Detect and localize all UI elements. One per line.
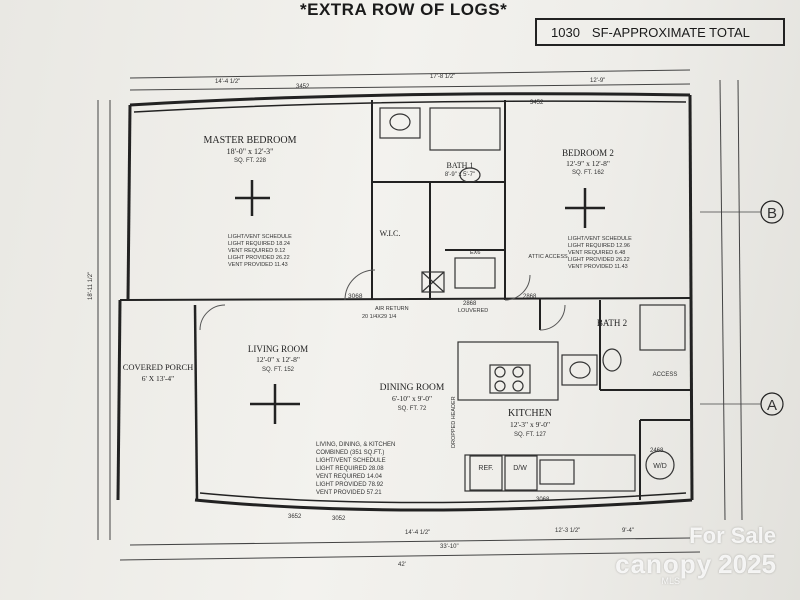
door-tag: 2868 bbox=[463, 301, 477, 307]
ceiling-fan-icons bbox=[235, 180, 605, 424]
louvered-label: LOUVERED bbox=[458, 308, 488, 314]
dining-room-size: 6'-10" x 9'-0" bbox=[392, 394, 432, 403]
dimension-label: 42' bbox=[398, 562, 406, 568]
bedroom2-label: BEDROOM 2 bbox=[562, 148, 614, 158]
access-label: ACCESS bbox=[653, 372, 678, 378]
door-tag: 2468 bbox=[650, 448, 664, 454]
dimension-label: 9'-4" bbox=[622, 528, 634, 534]
door-tag: 2868 bbox=[523, 294, 537, 300]
schedule-line: LIGHT PROVIDED 26.22 bbox=[228, 255, 290, 261]
air-return-label: AIR RETURN bbox=[375, 306, 409, 312]
door-tag: 3452 bbox=[530, 100, 544, 106]
schedule-line: VENT PROVIDED 11.43 bbox=[228, 262, 288, 268]
refrigerator-label: REF. bbox=[478, 465, 493, 472]
door-tag: 3652 bbox=[288, 514, 302, 520]
schedule-line: LIGHT PROVIDED 26.22 bbox=[568, 257, 630, 263]
living-room-sqft: SQ. FT. 152 bbox=[262, 367, 295, 373]
combined-schedule: LIVING, DINING, & KITCHEN COMBINED (351 … bbox=[316, 442, 395, 496]
schedule-line: VENT REQUIRED 9.12 bbox=[228, 248, 285, 254]
schedule-line: COMBINED (351 SQ.FT.) bbox=[316, 450, 384, 456]
dropped-header-label: DROPPED HEADER bbox=[451, 396, 457, 448]
kitchen-counters bbox=[457, 341, 636, 492]
schedule-line: LIGHT REQUIRED 28.08 bbox=[316, 466, 384, 472]
covered-porch-label: COVERED PORCH bbox=[123, 362, 194, 372]
kitchen-size: 12'-3" x 9'-0" bbox=[510, 420, 550, 429]
dishwasher-label: D/W bbox=[513, 465, 527, 472]
wic-label: W.I.C. bbox=[380, 229, 401, 238]
area-box: 1030 SF-APPROXIMATE TOTAL bbox=[535, 18, 785, 46]
bath-fixtures bbox=[379, 107, 686, 480]
door-tag: 3052 bbox=[332, 516, 346, 522]
section-label: B bbox=[767, 205, 777, 222]
exterior-walls bbox=[116, 92, 694, 512]
dimension-label: 14'-4 1/2" bbox=[405, 530, 430, 536]
door-tag: 3452 bbox=[296, 84, 310, 90]
dimension-label: 17'-8 1/2" bbox=[430, 74, 455, 80]
plan-header-title: *EXTRA ROW OF LOGS* bbox=[300, 0, 508, 19]
door-tag: 3068 bbox=[536, 497, 550, 503]
bedroom2-size: 12'-9" x 12'-8" bbox=[566, 159, 610, 168]
kitchen-label: KITCHEN bbox=[508, 408, 552, 419]
dimension-label: 14'-4 1/2" bbox=[215, 79, 240, 85]
schedule-line: VENT REQUIRED 14.04 bbox=[316, 474, 383, 480]
dining-room-label: DINING ROOM bbox=[380, 383, 445, 393]
section-marker-b: B bbox=[700, 200, 784, 224]
bath1-label: BATH 1 bbox=[447, 161, 474, 170]
air-return-size: 20 1/4X29 1/4 bbox=[362, 314, 396, 320]
schedule-line: VENT PROVIDED 11.43 bbox=[568, 264, 628, 270]
washer-dryer-label: W/D bbox=[653, 463, 667, 470]
dimension-label: 12'-3 1/2" bbox=[555, 528, 580, 534]
schedule-line: LIGHT/VENT SCHEDULE bbox=[228, 234, 292, 240]
schedule-line: VENT REQUIRED 6.48 bbox=[568, 250, 625, 256]
door-tag: 3068 bbox=[348, 293, 363, 300]
bedroom2-schedule: LIGHT/VENT SCHEDULE LIGHT REQUIRED 12.96… bbox=[568, 236, 632, 270]
watermark-year: 2025 bbox=[718, 549, 776, 579]
section-marker-a: A bbox=[700, 392, 784, 416]
master-bedroom-schedule: LIGHT/VENT SCHEDULE LIGHT REQUIRED 18.24… bbox=[228, 234, 292, 268]
interior-walls bbox=[371, 100, 690, 500]
bath2-label: BATH 2 bbox=[597, 318, 627, 328]
attic-access-label: ATTIC ACCESS bbox=[528, 254, 568, 260]
watermark-mls: MLS bbox=[661, 576, 680, 586]
dimension-lines bbox=[97, 69, 743, 561]
watermark-brand: canopy bbox=[615, 549, 713, 579]
dimension-label: 33'-10" bbox=[440, 544, 459, 550]
area-label: SF-APPROXIMATE TOTAL bbox=[591, 24, 750, 40]
section-label: A bbox=[767, 397, 777, 414]
watermark-for-sale: For Sale bbox=[689, 523, 776, 548]
kitchen-sqft: SQ. FT. 127 bbox=[514, 432, 547, 438]
dimension-label: 18'-11 1/2" bbox=[88, 272, 94, 300]
master-bedroom-size: 18'-0" x 12'-3" bbox=[227, 147, 274, 156]
schedule-line: VENT PROVIDED 57.21 bbox=[316, 490, 382, 496]
master-bedroom-label: MASTER BEDROOM bbox=[203, 135, 296, 146]
schedule-line: LIGHT REQUIRED 18.24 bbox=[228, 241, 290, 247]
schedule-line: LIGHT/VENT SCHEDULE bbox=[568, 236, 632, 242]
master-bedroom-sqft: SQ. FT. 228 bbox=[234, 158, 267, 164]
schedule-line: LIGHT REQUIRED 12.96 bbox=[568, 243, 630, 249]
door-swings bbox=[199, 269, 566, 331]
ex6-label: EX6 bbox=[470, 250, 480, 256]
schedule-line: LIGHT PROVIDED 78.92 bbox=[316, 482, 384, 488]
area-value: 1030 bbox=[551, 24, 580, 40]
schedule-line: LIGHT/VENT SCHEDULE bbox=[316, 458, 386, 464]
covered-porch-size: 6' X 13'-4" bbox=[142, 374, 174, 383]
dimension-label: 12'-9" bbox=[590, 78, 605, 84]
living-room-label: LIVING ROOM bbox=[248, 344, 308, 354]
living-room-size: 12'-0" x 12'-8" bbox=[256, 355, 300, 364]
schedule-line: LIVING, DINING, & KITCHEN bbox=[316, 442, 395, 448]
bath1-size: 8'-9" x 5'-7" bbox=[445, 172, 475, 178]
bedroom2-sqft: SQ. FT. 162 bbox=[572, 170, 605, 176]
dining-room-sqft: SQ. FT. 72 bbox=[398, 406, 427, 412]
